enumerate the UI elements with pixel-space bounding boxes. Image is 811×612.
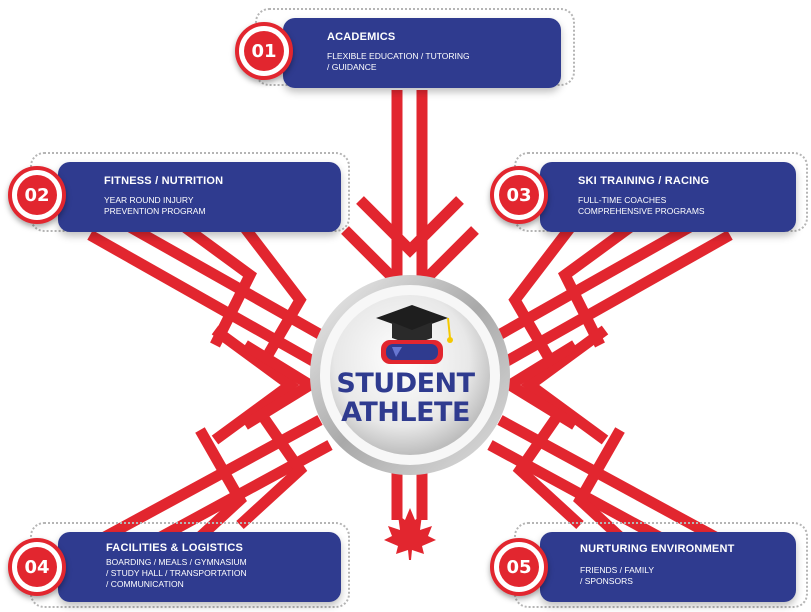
pillar-card-facilities-logistics: 04 FACILITIES & LOGISTICS BOARDING / MEA… <box>8 522 353 610</box>
pillar-card-academics: 01 ACADEMICS FLEXIBLE EDUCATION / TUTORI… <box>235 8 575 98</box>
pillar-desc-line-1: FULL-TIME COACHES <box>578 195 667 205</box>
pillar-number-02: 02 <box>17 175 57 215</box>
pillar-card-ski-training-racing: 03 SKI TRAINING / RACING FULL-TIME COACH… <box>490 152 808 242</box>
pillar-desc-line-1: BOARDING / MEALS / GYMNASIUM <box>106 557 247 567</box>
pillar-desc-line-2: / SPONSORS <box>580 576 633 586</box>
hub-title-line-1: STUDENT <box>336 368 475 399</box>
maple-leaf-icon <box>384 508 436 560</box>
pillar-number-01: 01 <box>244 31 284 71</box>
pillar-number-05: 05 <box>499 547 539 587</box>
pillar-number-04: 04 <box>17 547 57 587</box>
pillar-desc-line-1: FLEXIBLE EDUCATION / TUTORING <box>327 51 470 61</box>
pillar-desc-line-1: YEAR ROUND INJURY <box>104 195 194 205</box>
pillar-title: FITNESS / NUTRITION <box>104 175 224 187</box>
pillar-title: SKI TRAINING / RACING <box>578 175 710 187</box>
pillar-desc-line-2: PREVENTION PROGRAM <box>104 206 206 216</box>
pillar-desc-line-2: / GUIDANCE <box>327 62 377 72</box>
pillar-title: FACILITIES & LOGISTICS <box>106 542 244 554</box>
pillar-card-fitness-nutrition: 02 FITNESS / NUTRITION YEAR ROUND INJURY… <box>8 152 353 242</box>
pillar-title: ACADEMICS <box>327 31 396 43</box>
pillar-desc-line-3: / COMMUNICATION <box>106 579 184 589</box>
hub-title-line-2: ATHLETE <box>341 397 470 428</box>
pillar-desc-line-2: COMPREHENSIVE PROGRAMS <box>578 206 705 216</box>
pillar-title: NURTURING ENVIRONMENT <box>580 543 735 555</box>
graduation-cap-goggles-icon <box>376 305 453 364</box>
pillar-desc-line-2: / STUDY HALL / TRANSPORTATION <box>106 568 247 578</box>
pillar-card-nurturing-environment: 05 NURTURING ENVIRONMENT FRIENDS / FAMIL… <box>490 522 808 610</box>
pillar-number-03: 03 <box>499 175 539 215</box>
pillar-desc-line-1: FRIENDS / FAMILY <box>580 565 654 575</box>
